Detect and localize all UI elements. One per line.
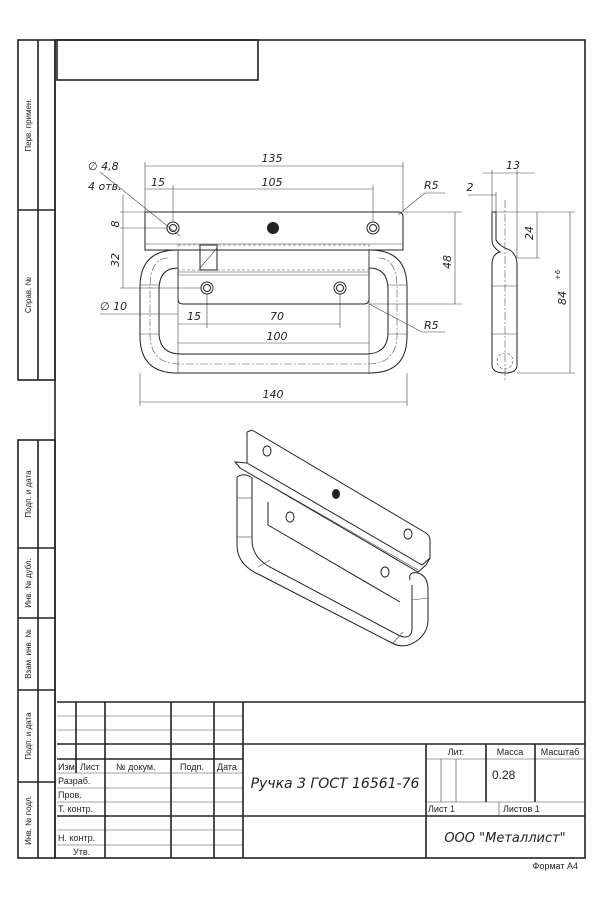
- col-signature: Подп.: [180, 762, 204, 772]
- mass-value: 0.28: [492, 768, 516, 782]
- row-n-kontr: Н. контр.: [58, 833, 95, 843]
- company-name: ООО "Металлист": [444, 831, 565, 846]
- dim-hole-diameter: ∅ 4,8: [88, 160, 119, 173]
- col-izm: Изм.: [58, 762, 77, 772]
- title-block: Изм. Лист № докум. Подп. Дата Разраб. Пр…: [57, 701, 585, 871]
- dim-70: 70: [270, 310, 284, 323]
- front-view: [99, 162, 462, 406]
- drawing-frame: [17, 39, 586, 859]
- strip-label: Инв. № подл.: [24, 795, 33, 845]
- row-prov: Пров.: [58, 790, 82, 800]
- isometric-view: [233, 429, 431, 647]
- dim-24: 24: [523, 226, 536, 240]
- lit-label: Лит.: [448, 747, 465, 757]
- dim-2: 2: [467, 181, 474, 194]
- dim-8: 8: [109, 221, 122, 228]
- dim-hole-count: 4 отв.: [88, 180, 122, 193]
- strip-label: Перв. примен.: [24, 98, 33, 151]
- strip-label: Инв. № дубл.: [24, 558, 33, 608]
- strip-label: Справ. №: [24, 276, 33, 313]
- strip-label: Подп. и дата: [24, 470, 33, 518]
- dim-15-top: 15: [151, 176, 165, 189]
- logo-mark: [267, 222, 279, 234]
- col-list: Лист: [80, 762, 100, 772]
- dim-10: ∅ 10: [100, 300, 127, 313]
- dim-13: 13: [506, 159, 520, 172]
- dim-84-tolerance: +6: [554, 269, 562, 280]
- row-t-kontr: Т. контр.: [58, 804, 93, 814]
- strip-label: Подп. и дата: [24, 712, 33, 760]
- dim-84: 84: [556, 291, 569, 305]
- mass-label: Масса: [497, 747, 524, 757]
- strip-label: Взам. инв. №: [24, 629, 33, 679]
- dim-100: 100: [267, 330, 288, 343]
- dim-r5-bottom: R5: [424, 319, 439, 332]
- dim-105: 105: [262, 176, 283, 189]
- col-doc-number: № докум.: [116, 762, 156, 772]
- sheet-format: Формат А4: [533, 861, 578, 871]
- side-view: 13 2 24 84 +6: [467, 159, 575, 380]
- scale-label: Масштаб: [541, 747, 580, 757]
- dim-32: 32: [109, 253, 122, 267]
- side-strip-labels: Перв. примен. Справ. № Подп. и дата Инв.…: [24, 98, 33, 845]
- dim-15-bottom: 15: [187, 310, 201, 323]
- sheet-number: Лист 1: [428, 804, 455, 814]
- col-date: Дата: [217, 762, 237, 772]
- dim-140: 140: [263, 388, 284, 401]
- drawing-title: Ручка 3 ГОСТ 16561-76: [251, 776, 420, 792]
- sheet-count: Листов 1: [503, 804, 540, 814]
- row-razrab: Разраб.: [58, 776, 90, 786]
- dim-48: 48: [441, 255, 454, 269]
- dim-135: 135: [262, 152, 283, 165]
- front-view-dimensions: 135 15 105 ∅ 4,8 4 отв. 8 32 48 ∅ 10 15 …: [88, 152, 454, 401]
- dim-r5-top: R5: [424, 179, 439, 192]
- row-utv: Утв.: [73, 847, 90, 857]
